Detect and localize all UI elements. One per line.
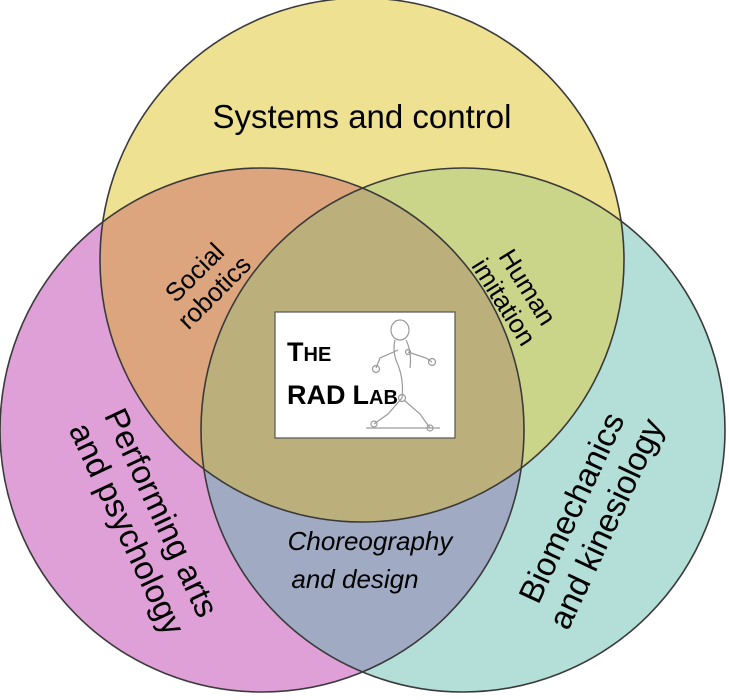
robot-figure-icon (366, 319, 440, 432)
label-choreography: Choreography (288, 526, 455, 556)
overlap-center (201, 168, 524, 522)
svg-text:THE: THE (287, 337, 331, 367)
label-systems-and-control: Systems and control (213, 98, 512, 135)
logo-the-initial: T (287, 337, 304, 367)
label-and-design: and design (291, 564, 418, 594)
logo-the-rest: HE (304, 344, 332, 366)
logo-lab-initial: L (353, 380, 370, 410)
logo-lab-rest: AB (369, 387, 398, 409)
logo-rad: RAD (287, 380, 346, 410)
